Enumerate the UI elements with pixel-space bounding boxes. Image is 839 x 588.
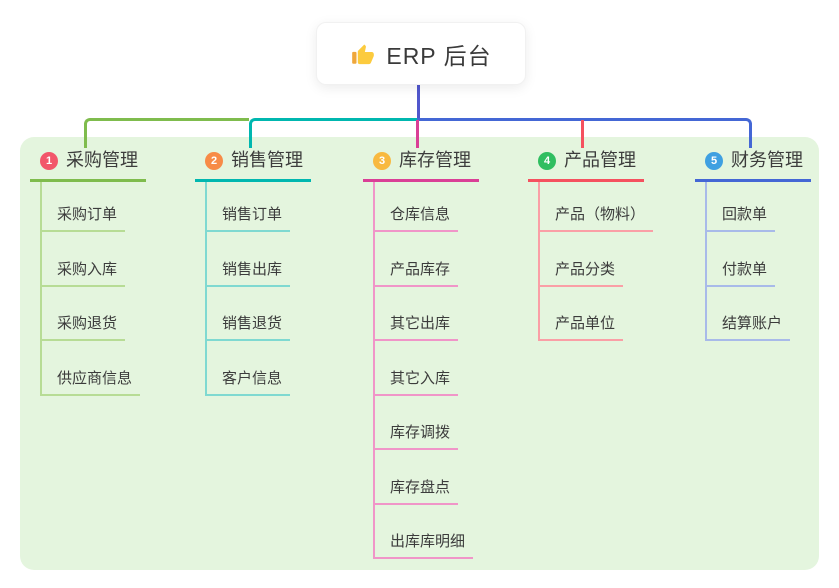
branch-number-badge: 2 [205,151,223,170]
child-node[interactable]: 其它入库 [373,368,459,396]
branch-trunk-line [205,181,207,396]
child-node[interactable]: 仓库信息 [373,204,459,232]
mindmap-panel [20,137,819,570]
root-node-erp-backend[interactable]: ERP 后台 [316,22,526,85]
child-node[interactable]: 采购入库 [40,259,126,287]
branch-connector-line [84,118,249,148]
branch-trunk-line [538,181,540,341]
child-node[interactable]: 销售订单 [205,204,291,232]
child-node[interactable]: 结算账户 [705,313,791,341]
child-node[interactable]: 销售退货 [205,313,291,341]
child-node[interactable]: 供应商信息 [40,368,141,396]
child-node[interactable]: 库存盘点 [373,477,459,505]
branch-number-badge: 4 [538,151,556,170]
child-node[interactable]: 库存调拨 [373,422,459,450]
child-node[interactable]: 客户信息 [205,368,291,396]
child-node[interactable]: 其它出库 [373,313,459,341]
child-node[interactable]: 产品单位 [538,313,624,341]
child-node[interactable]: 出库库明细 [373,531,474,559]
child-node[interactable]: 回款单 [705,204,776,232]
branch-trunk-line [373,181,375,559]
branch-label: 产品管理 [564,150,636,170]
root-node-label: ERP 后台 [386,42,492,69]
branch-connector-line [417,118,752,148]
branch-number-badge: 3 [373,151,391,170]
branch-connector-line [581,120,584,148]
child-node[interactable]: 采购退货 [40,313,126,341]
branch-label: 财务管理 [731,150,803,170]
branch-number-badge: 5 [705,151,723,170]
branch-node-销售管理[interactable]: 2 销售管理 [195,146,311,182]
branch-number-badge: 1 [40,151,58,170]
child-node[interactable]: 采购订单 [40,204,126,232]
branch-connector-line [249,118,417,148]
branch-node-产品管理[interactable]: 4 产品管理 [528,146,644,182]
child-node[interactable]: 产品（物料） [538,204,654,232]
child-node[interactable]: 付款单 [705,259,776,287]
branch-label: 库存管理 [399,150,471,170]
root-connector-line [417,83,420,120]
thumbs-up-icon [350,41,376,67]
branch-node-财务管理[interactable]: 5 财务管理 [695,146,811,182]
child-node[interactable]: 产品库存 [373,259,459,287]
branch-connector-line [416,120,419,148]
branch-label: 销售管理 [231,150,303,170]
branch-label: 采购管理 [66,150,138,170]
branch-node-采购管理[interactable]: 1 采购管理 [30,146,146,182]
child-node[interactable]: 产品分类 [538,259,624,287]
branch-trunk-line [705,181,707,341]
branch-trunk-line [40,181,42,396]
branch-node-库存管理[interactable]: 3 库存管理 [363,146,479,182]
child-node[interactable]: 销售出库 [205,259,291,287]
